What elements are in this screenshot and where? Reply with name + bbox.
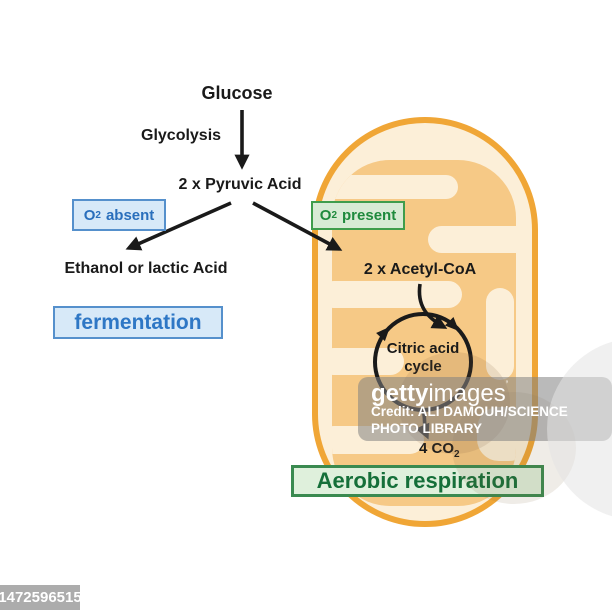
citric-acid-line: Citric acid [386,340,460,357]
getty-logo: gettyimages’ [371,379,509,407]
crista-shape [332,281,462,308]
o2-absent-label: absent [105,206,155,224]
crista-shape [486,288,514,380]
glucose-label: Glucose [201,83,273,103]
citric-acid-cycle-label: Citric acid cycle [373,340,473,376]
o2-subscript: 2 [95,209,101,221]
ethanol-lactic-acid-label: Ethanol or lactic Acid [64,260,228,277]
glycolysis-label: Glycolysis [141,127,222,144]
acetyl-coa-label: 2 x Acetyl-CoA [363,261,477,278]
crista-shape [332,175,458,199]
cycle-line: cycle [404,358,442,375]
watermark-credit-line1: Credit: ALI DAMOUH/SCIENCE [371,404,568,419]
o2-present-label: present [342,207,397,224]
image-id-badge: 1472596515 [0,585,82,610]
aerobic-respiration-box: Aerobic respiration [291,465,544,497]
fermentation-box: fermentation [53,306,223,339]
pyruvic-acid-label: 2 x Pyruvic Acid [178,176,302,193]
co2-label: 4 CO2 [419,440,460,460]
crista-shape [428,226,516,253]
watermark-credit-line2: PHOTO LIBRARY [371,421,483,436]
o2-subscript: 2 [331,210,338,221]
watermark-circle-shape [547,338,612,520]
o2-symbol: O [319,207,332,224]
o2-symbol: O [83,206,96,224]
